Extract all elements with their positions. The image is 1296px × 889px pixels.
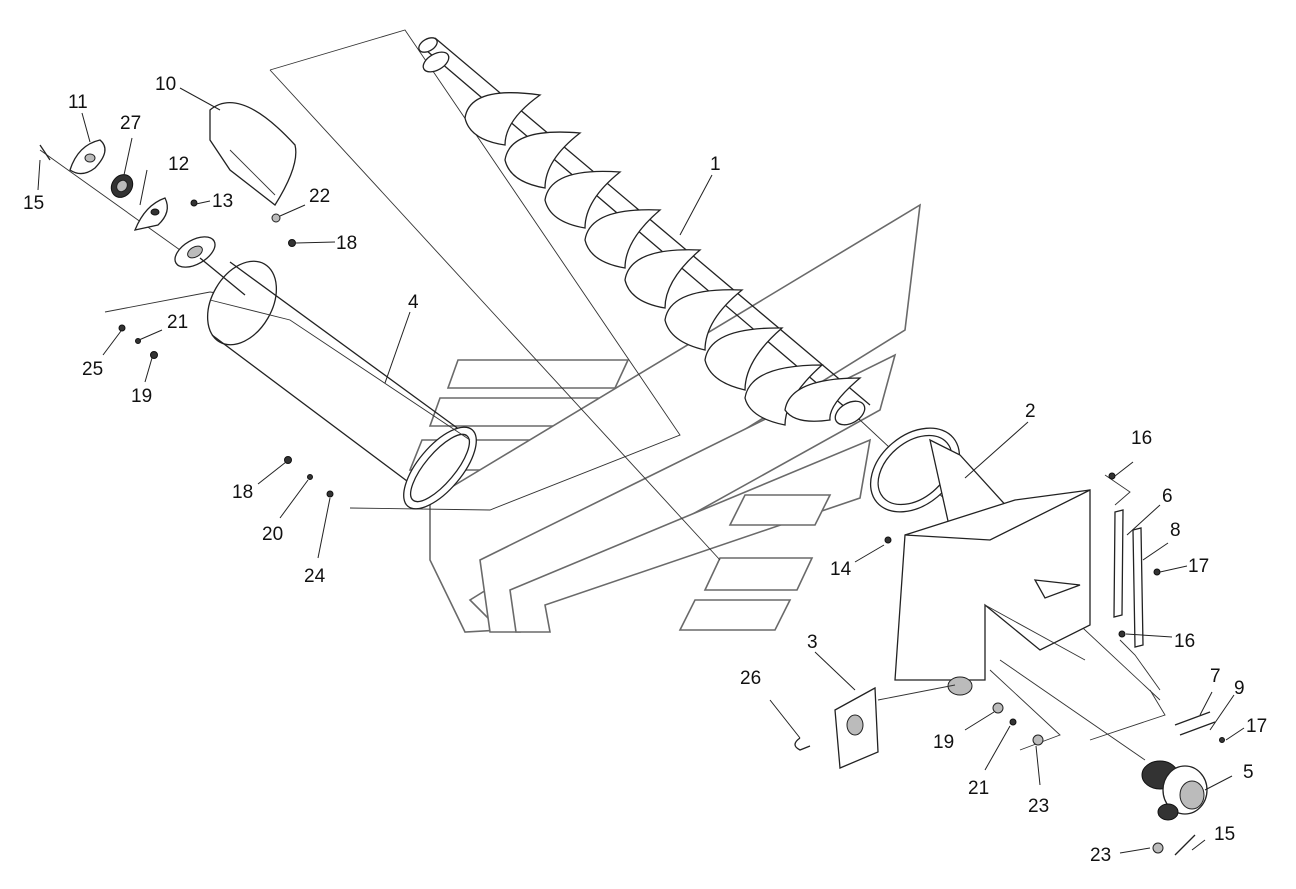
callout-10: 10 <box>155 74 176 95</box>
watermark-logo <box>408 203 921 633</box>
callout-12: 12 <box>168 154 189 175</box>
callout-2: 2 <box>1025 401 1036 422</box>
callout-5: 5 <box>1243 762 1254 783</box>
bearing-flange <box>133 197 168 231</box>
callout-16-top: 16 <box>1131 428 1152 449</box>
housing <box>869 427 1091 696</box>
seal-strip-6 <box>1113 509 1124 618</box>
callout-21-left: 21 <box>167 312 188 333</box>
callout-1: 1 <box>710 154 721 175</box>
callout-leaders <box>37 87 1245 854</box>
callout-7: 7 <box>1210 666 1221 687</box>
callout-24: 24 <box>304 566 326 587</box>
bearing-housing <box>69 139 106 175</box>
callout-27: 27 <box>120 113 141 134</box>
callout-17-top: 17 <box>1188 556 1209 577</box>
callout-8: 8 <box>1170 520 1181 541</box>
fasteners <box>39 144 1225 856</box>
seal-strip-8 <box>1132 527 1144 648</box>
callout-15-left: 15 <box>23 193 44 214</box>
callout-3: 3 <box>807 632 818 653</box>
callout-labels: 1 2 3 4 5 6 7 8 9 10 11 12 13 14 15 15 1… <box>23 74 1267 866</box>
callout-19-left: 19 <box>131 386 152 407</box>
callout-17-bottom: 17 <box>1246 716 1267 737</box>
callout-16-bottom: 16 <box>1174 631 1195 652</box>
auger-shaft <box>418 37 871 426</box>
callout-18-left: 18 <box>232 482 253 503</box>
callout-14: 14 <box>830 559 852 580</box>
retaining-ring <box>794 737 811 751</box>
callout-21-right: 21 <box>968 778 989 799</box>
assembly-lines <box>39 29 1166 761</box>
callout-19-right: 19 <box>933 732 954 753</box>
callout-22: 22 <box>309 186 330 207</box>
callout-11: 11 <box>68 92 88 113</box>
callout-23-bottom: 23 <box>1090 845 1111 866</box>
tube-flange <box>174 236 246 296</box>
callout-25: 25 <box>82 359 103 380</box>
callout-15-right: 15 <box>1214 824 1235 845</box>
callout-26: 26 <box>740 668 761 689</box>
callout-13: 13 <box>212 191 233 212</box>
pins <box>1174 711 1216 736</box>
callout-6: 6 <box>1162 486 1173 507</box>
motor <box>1141 760 1208 821</box>
callout-23-middle: 23 <box>1028 796 1049 817</box>
bearing <box>110 174 134 198</box>
callout-4: 4 <box>408 292 419 313</box>
shield-plate <box>209 102 297 206</box>
callout-20: 20 <box>262 524 283 545</box>
cover-plate <box>834 684 956 769</box>
auger-tube <box>206 260 477 510</box>
callout-18-top: 18 <box>336 233 357 254</box>
callout-9: 9 <box>1234 678 1245 699</box>
